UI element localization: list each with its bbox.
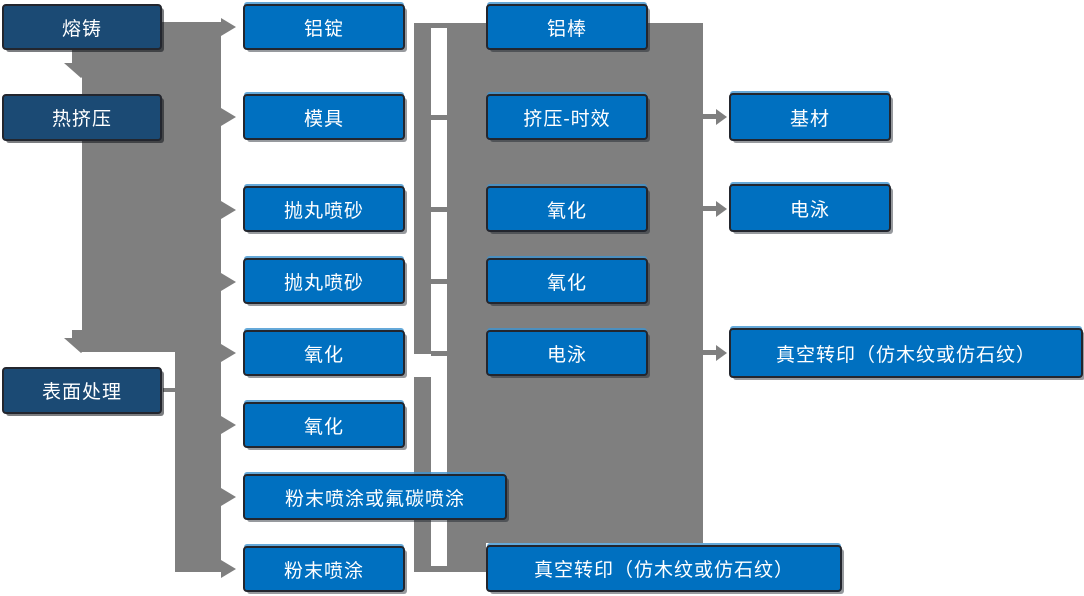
node-shot-blast-sand-1: 抛丸喷砂 [243, 186, 405, 232]
arrowhead-row3-icon [221, 201, 236, 219]
node-aluminum-ingot: 铝锭 [243, 4, 405, 50]
arrowhead-row5-icon [221, 344, 236, 362]
flow-band-main [82, 22, 221, 352]
node-powder-or-fluorocarbon-coating: 粉末喷涂或氟碳喷涂 [243, 474, 507, 520]
arrowhead-row4-icon [221, 273, 236, 291]
down-arrow-1-icon [64, 63, 98, 78]
node-extrusion-aging: 挤压-时效 [486, 94, 648, 140]
node-surface-treatment: 表面处理 [2, 367, 162, 414]
node-mold: 模具 [243, 94, 405, 140]
node-oxidation-4: 氧化 [486, 258, 648, 304]
flow-band-lower [175, 352, 221, 572]
stub-row2 [431, 115, 448, 120]
arrow-electrophoresis2-shaft [703, 206, 717, 211]
stub-row4 [431, 279, 448, 284]
node-vacuum-transfer-1: 真空转印（仿木纹或仿石纹） [486, 545, 842, 592]
node-oxidation-1: 氧化 [243, 330, 405, 376]
node-electrophoresis-2: 电泳 [729, 184, 891, 232]
flow-trunk-foot [447, 543, 486, 572]
stub-row1 [414, 23, 448, 28]
arrow-vacuum-transfer2-shaft [703, 350, 717, 355]
arrow-vacuum-transfer2-icon [716, 345, 727, 361]
down-arrow-2-icon [64, 338, 98, 353]
down-arrow-1-shaft [72, 49, 90, 65]
node-oxidation-2: 氧化 [243, 402, 405, 448]
node-powder-coating: 粉末喷涂 [243, 546, 405, 592]
mid-bar-upper [414, 23, 431, 354]
arrow-electrophoresis2-icon [716, 201, 727, 217]
arrow-base-material-shaft [703, 114, 717, 119]
arrowhead-row8-icon [221, 560, 236, 578]
arrow-base-material-icon [716, 109, 727, 125]
stub-row3 [431, 207, 448, 212]
node-shot-blast-sand-2: 抛丸喷砂 [243, 258, 405, 304]
node-hot-extrusion: 热挤压 [2, 94, 162, 141]
node-melt-casting: 熔铸 [2, 4, 162, 50]
node-aluminum-rod: 铝棒 [486, 4, 648, 50]
stub-row8 [431, 566, 448, 572]
node-electrophoresis-1: 电泳 [486, 330, 648, 376]
arrowhead-row6-icon [221, 416, 236, 434]
arrowhead-row7-icon [221, 488, 236, 506]
down-arrow-2-shaft [72, 330, 90, 340]
stub-row5 [431, 351, 448, 356]
node-oxidation-3: 氧化 [486, 186, 648, 232]
arrowhead-row2-icon [221, 108, 236, 126]
node-vacuum-transfer-2: 真空转印（仿木纹或仿石纹） [729, 328, 1083, 378]
surface-treatment-link [163, 388, 177, 392]
node-base-material: 基材 [729, 93, 891, 141]
arrowhead-row1-icon [221, 18, 236, 36]
